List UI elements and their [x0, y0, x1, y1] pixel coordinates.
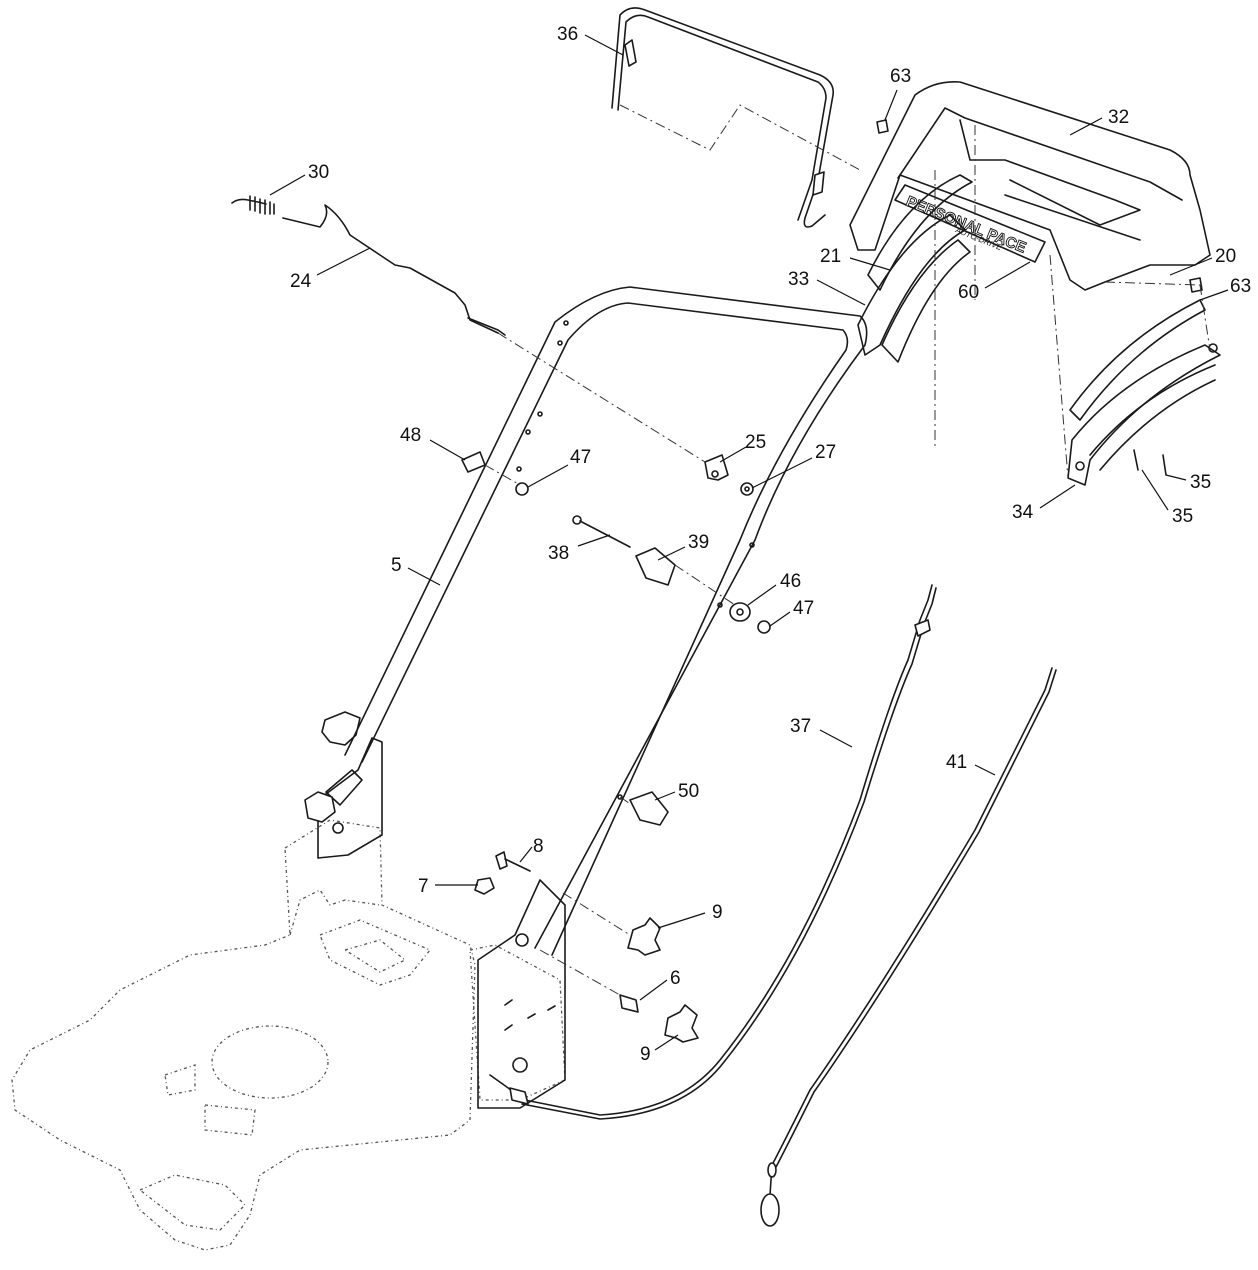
- cable-41: [760, 667, 1057, 1227]
- callout-63-top: 63: [890, 66, 911, 87]
- callout-38: 38: [548, 543, 569, 564]
- spring: [231, 195, 275, 215]
- fastener-48: [461, 451, 486, 473]
- left-console-cover: [857, 174, 973, 363]
- mower-deck: [11, 819, 566, 1251]
- callout-36: 36: [557, 24, 578, 45]
- callout-labels: 36 63 32 30 24 21 20 63 33 60 48 25 27 4…: [290, 24, 1251, 1065]
- callout-50: 50: [678, 781, 699, 802]
- callout-9-upper: 9: [712, 902, 723, 923]
- callout-9-lower: 9: [640, 1044, 651, 1065]
- pin-63-top: [876, 119, 889, 134]
- left-handle-bracket: [317, 737, 383, 859]
- callout-24: 24: [290, 271, 312, 292]
- block-39: [635, 547, 676, 586]
- screw-35-b: [1162, 454, 1167, 476]
- callout-35-a: 35: [1190, 472, 1211, 493]
- callout-39: 39: [688, 532, 709, 553]
- main-handle-tube: [344, 286, 868, 956]
- callout-41: 41: [946, 752, 967, 773]
- callout-34: 34: [1012, 502, 1034, 523]
- callout-47-lower: 47: [793, 598, 814, 619]
- pin-63-right: [1189, 277, 1203, 293]
- callout-60: 60: [958, 282, 979, 303]
- right-console-cover: [1067, 299, 1221, 486]
- right-handle-bracket: [477, 879, 566, 1109]
- control-rod: [282, 204, 506, 336]
- callout-46: 46: [780, 571, 801, 592]
- bolt-8: [495, 851, 531, 872]
- pin-6: [619, 994, 639, 1013]
- leader-lines: [269, 34, 1229, 1051]
- cable-37: [489, 584, 937, 1120]
- callout-25: 25: [745, 432, 766, 453]
- assembly-centerlines: [484, 104, 1211, 996]
- block-50: [629, 791, 669, 826]
- knob-9-upper: [627, 917, 661, 956]
- bail-bar: [611, 7, 835, 228]
- callout-21: 21: [820, 246, 841, 267]
- callout-20: 20: [1215, 246, 1236, 267]
- left-knob: [304, 711, 361, 823]
- nut-47-upper: [515, 482, 529, 496]
- callout-48: 48: [400, 425, 421, 446]
- screw-35-a: [1133, 449, 1139, 471]
- callout-30: 30: [308, 162, 329, 183]
- bolt-38: [572, 515, 631, 548]
- callout-33: 33: [788, 269, 809, 290]
- upper-handle-console: PERSONAL PACE AUTO-DRIVE: [849, 80, 1211, 291]
- callout-63-right: 63: [1230, 276, 1251, 297]
- washer-27: [740, 482, 754, 496]
- callout-8: 8: [533, 836, 544, 857]
- callout-5: 5: [391, 555, 402, 576]
- callout-37: 37: [790, 716, 811, 737]
- spacer-46: [729, 602, 751, 622]
- callout-35-b: 35: [1172, 506, 1193, 527]
- callout-6: 6: [670, 968, 681, 989]
- nut-7: [474, 877, 495, 895]
- knob-9-lower: [664, 1004, 699, 1043]
- callout-47-upper: 47: [570, 447, 591, 468]
- callout-32: 32: [1108, 107, 1129, 128]
- nut-47-lower: [757, 620, 771, 634]
- callout-27: 27: [815, 442, 836, 463]
- callout-7: 7: [418, 876, 429, 897]
